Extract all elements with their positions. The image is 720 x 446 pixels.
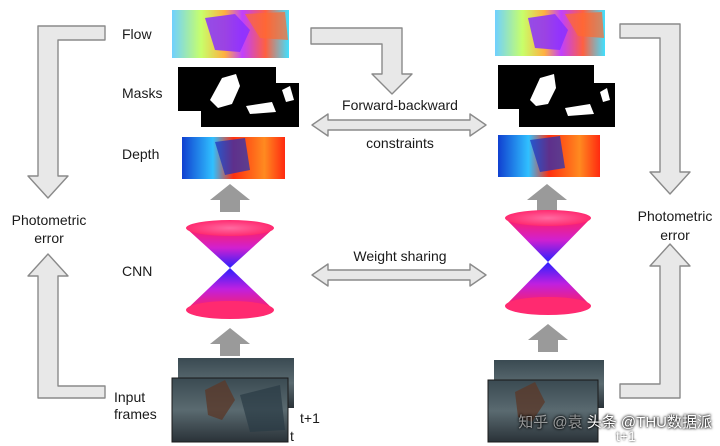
label-depth: Depth — [122, 146, 160, 162]
label-masks: Masks — [122, 85, 163, 101]
depth-image-left — [182, 137, 285, 179]
arrow-left-photometric-down — [27, 25, 106, 199]
masks-image-right — [498, 65, 615, 127]
depth-image-right — [498, 135, 600, 177]
label-frames: frames — [114, 406, 157, 422]
watermark-faded: 知乎 @袁 — [518, 414, 583, 431]
watermark: 知乎 @袁 头条 @THU数据派 — [518, 411, 712, 432]
arrow-flow-to-masks — [310, 27, 413, 95]
flow-image-left — [172, 10, 289, 58]
arrow-frames-to-cnn-left — [210, 328, 250, 356]
cnn-cone-right — [505, 210, 591, 315]
input-frames-left — [171, 358, 294, 443]
label-error-right: error — [660, 227, 690, 243]
watermark-text: 头条 @THU数据派 — [586, 414, 712, 431]
label-frame-t-plus-1-right: t+1 — [616, 428, 636, 444]
arrow-frames-to-cnn-right — [528, 324, 568, 352]
label-frame-t-left: t — [290, 428, 294, 444]
label-error-left: error — [34, 230, 64, 246]
label-weight-sharing: Weight sharing — [353, 248, 447, 264]
label-forward-backward: Forward-backward — [342, 97, 458, 113]
flow-image-right — [495, 10, 605, 56]
arrow-weight-sharing — [311, 263, 487, 287]
label-cnn: CNN — [122, 263, 153, 279]
label-frame-t-plus-1-left: t+1 — [300, 410, 320, 426]
arrow-left-photometric-up — [27, 253, 106, 399]
label-photometric-right: Photometric — [637, 208, 713, 224]
input-frames-right — [487, 360, 604, 443]
label-input: Input — [114, 389, 146, 405]
label-photometric-left: Photometric — [11, 212, 87, 228]
label-flow: Flow — [122, 26, 152, 42]
arrow-right-photometric-down — [619, 23, 691, 195]
arrow-cnn-to-depth-right — [527, 184, 567, 212]
arrow-cnn-to-depth-left — [210, 184, 250, 212]
label-constraints: constraints — [366, 135, 434, 151]
masks-image-left — [178, 67, 299, 127]
arrow-right-photometric-up — [619, 243, 691, 399]
cnn-cone-left — [186, 220, 274, 319]
arrow-forward-backward — [311, 113, 487, 137]
